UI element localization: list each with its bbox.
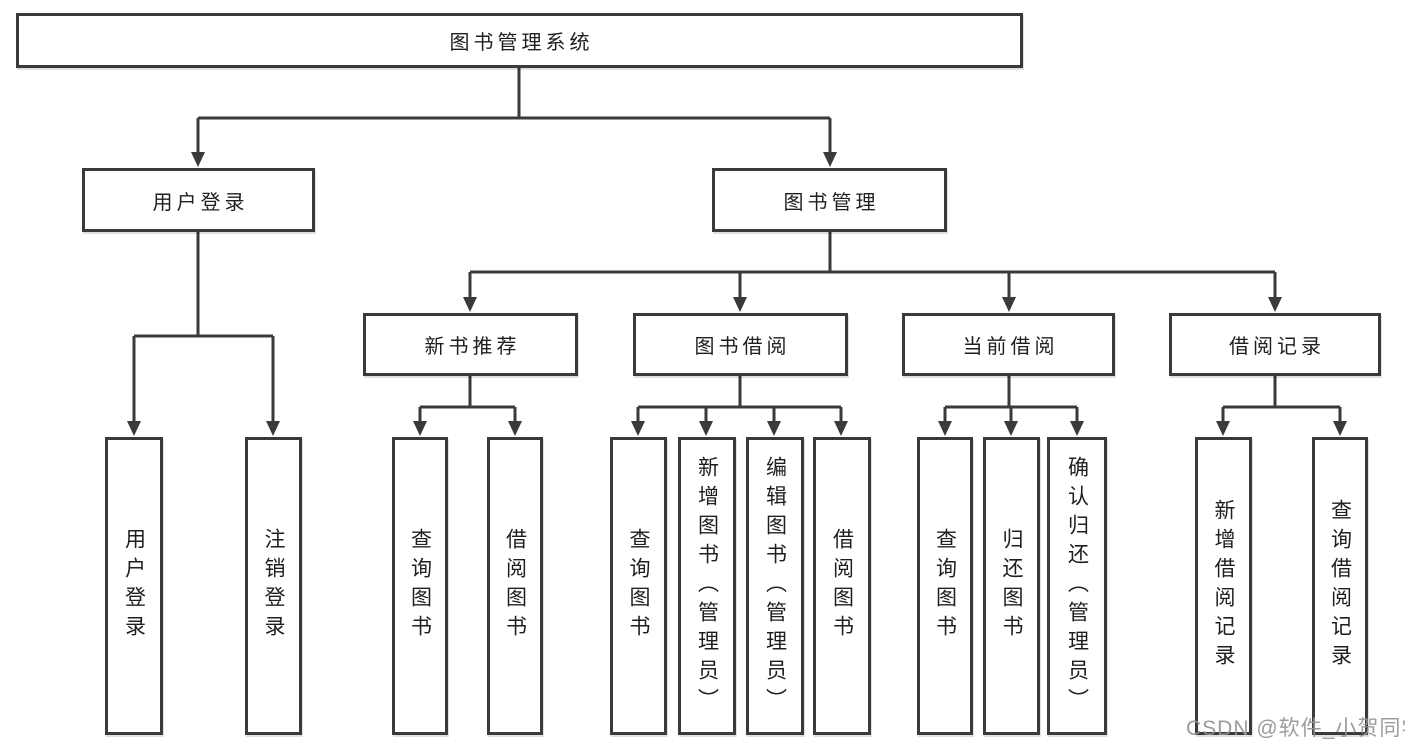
node-label: 当前借阅: [962, 336, 1059, 358]
leaf-logout-login: 注销登录: [245, 437, 302, 735]
leaf-edit-book-admin: 编辑图书（管理员）: [746, 437, 804, 735]
node-book-management: 图书管理: [712, 168, 947, 232]
leaf-label: 注销登录: [262, 528, 285, 644]
leaf-borrow-book: 借阅图书: [487, 437, 543, 735]
leaf-label: 借阅图书: [503, 528, 527, 644]
node-new-book-recommend: 新书推荐: [363, 313, 578, 376]
leaf-query-borrow-record: 查询借阅记录: [1312, 437, 1368, 735]
leaf-label: 新增借阅记录: [1212, 499, 1235, 673]
node-label: 图书管理: [783, 191, 880, 214]
watermark: CSDN @软件_小贺同学: [1186, 717, 1405, 740]
leaf-label: 查询图书: [627, 528, 650, 644]
node-book-borrowing: 图书借阅: [633, 313, 848, 376]
node-current-borrowing: 当前借阅: [902, 313, 1115, 376]
leaf-label: 借阅图书: [830, 528, 854, 644]
leaf-add-borrow-record: 新增借阅记录: [1195, 437, 1252, 735]
node-label: 借阅记录: [1229, 336, 1325, 358]
leaf-borrow-book: 借阅图书: [813, 437, 871, 735]
leaf-user-login: 用户登录: [105, 437, 163, 735]
node-label: 用户登录: [152, 191, 249, 214]
leaf-label: 编辑图书（管理员）: [763, 455, 787, 717]
node-library-management-system: 图书管理系统: [16, 13, 1023, 68]
leaf-return-book: 归还图书: [983, 437, 1040, 735]
leaf-label: 用户登录: [122, 528, 146, 644]
leaf-add-book-admin: 新增图书（管理员）: [678, 437, 736, 735]
node-borrowing-records: 借阅记录: [1169, 313, 1381, 376]
leaf-label: 新增图书（管理员）: [695, 455, 719, 717]
leaf-confirm-return-admin: 确认归还（管理员）: [1047, 437, 1107, 735]
leaf-query-book: 查询图书: [917, 437, 973, 735]
leaf-label: 查询图书: [933, 528, 957, 644]
leaf-label: 查询借阅记录: [1328, 499, 1352, 673]
leaf-label: 查询图书: [408, 528, 432, 644]
node-label: 新书推荐: [424, 336, 521, 358]
node-user-login: 用户登录: [82, 168, 315, 232]
leaf-label: 确认归还（管理员）: [1065, 455, 1089, 717]
leaf-query-book: 查询图书: [392, 437, 448, 735]
node-label: 图书借阅: [694, 336, 791, 358]
leaf-label: 归还图书: [1000, 528, 1023, 644]
leaf-query-book: 查询图书: [610, 437, 667, 735]
node-label: 图书管理系统: [449, 32, 594, 54]
